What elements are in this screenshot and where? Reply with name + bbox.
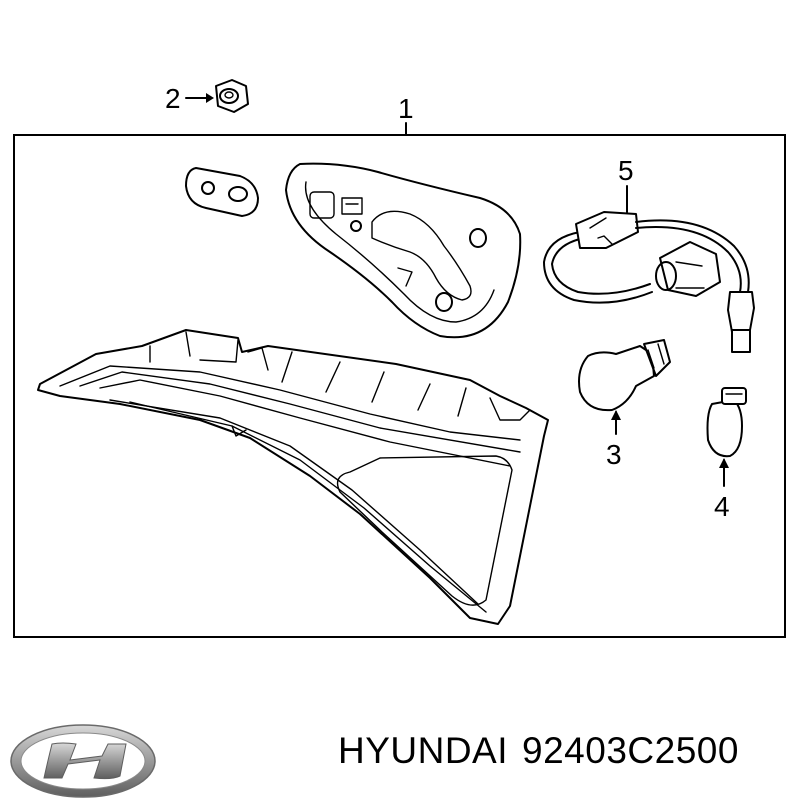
hyundai-logo-icon: [10, 724, 156, 798]
callout-5: 5: [618, 155, 634, 213]
svg-text:5: 5: [618, 155, 634, 186]
bulb-socket-plate: [285, 162, 522, 339]
svg-text:3: 3: [606, 439, 622, 470]
part-caption: HYUNDAI 92403C2500: [338, 730, 798, 794]
gasket-part: [185, 167, 259, 217]
socket-harness-part-5: [543, 211, 755, 353]
svg-text:4: 4: [714, 491, 730, 522]
nut-part-2: [215, 79, 249, 113]
assembly-frame: [13, 134, 786, 638]
svg-text:1: 1: [398, 93, 414, 124]
callout-3: 3: [606, 410, 622, 470]
bulb-part-4: [706, 387, 747, 458]
svg-text:2: 2: [165, 83, 181, 114]
bulb-part-3: [578, 339, 671, 412]
brand-name: HYUNDAI: [338, 730, 509, 771]
lamp-housing: [37, 329, 549, 625]
callout-4: 4: [714, 458, 730, 522]
callout-1: 1: [398, 93, 414, 136]
callout-2: 2: [165, 83, 214, 114]
part-number: 92403C2500: [522, 730, 739, 771]
